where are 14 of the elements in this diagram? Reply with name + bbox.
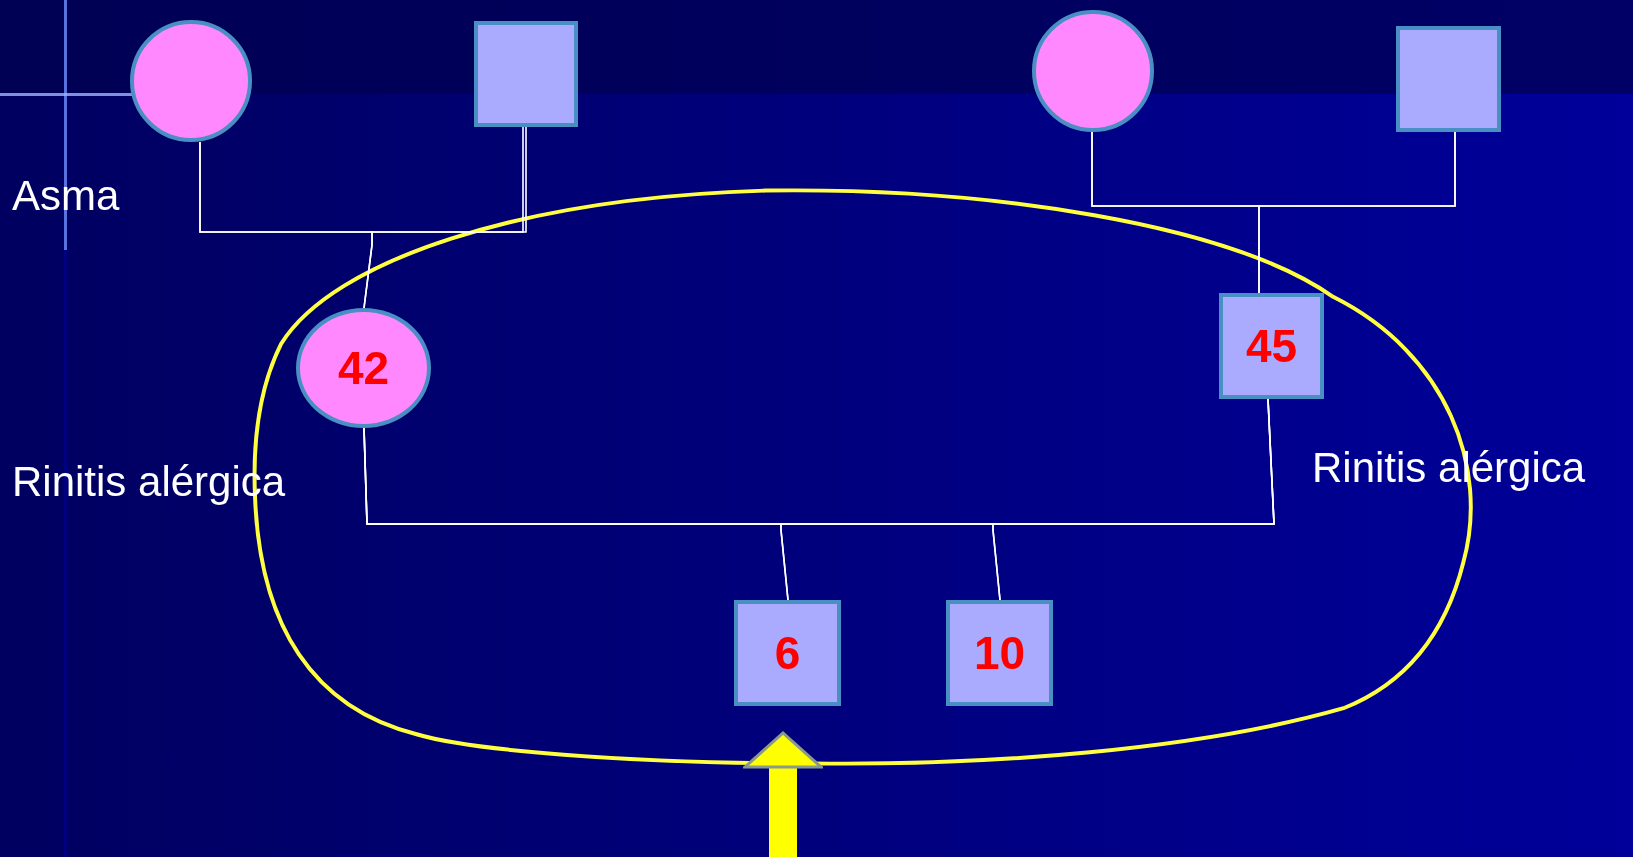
trait-label: Asma [12,172,120,220]
male-symbol [734,600,841,706]
male-symbol [1396,26,1501,132]
male-symbol [474,21,578,127]
individual-number: 6 [774,626,801,680]
pedigree-line [992,398,1275,601]
male-symbol [946,600,1053,706]
male-symbol [1219,293,1324,399]
individual-number: 42 [337,341,390,395]
pedigree-line [1258,131,1456,294]
arrow [743,731,823,857]
individual-number: 45 [1245,319,1298,373]
pedigree-line [363,126,527,309]
individual-number: 10 [973,626,1026,680]
